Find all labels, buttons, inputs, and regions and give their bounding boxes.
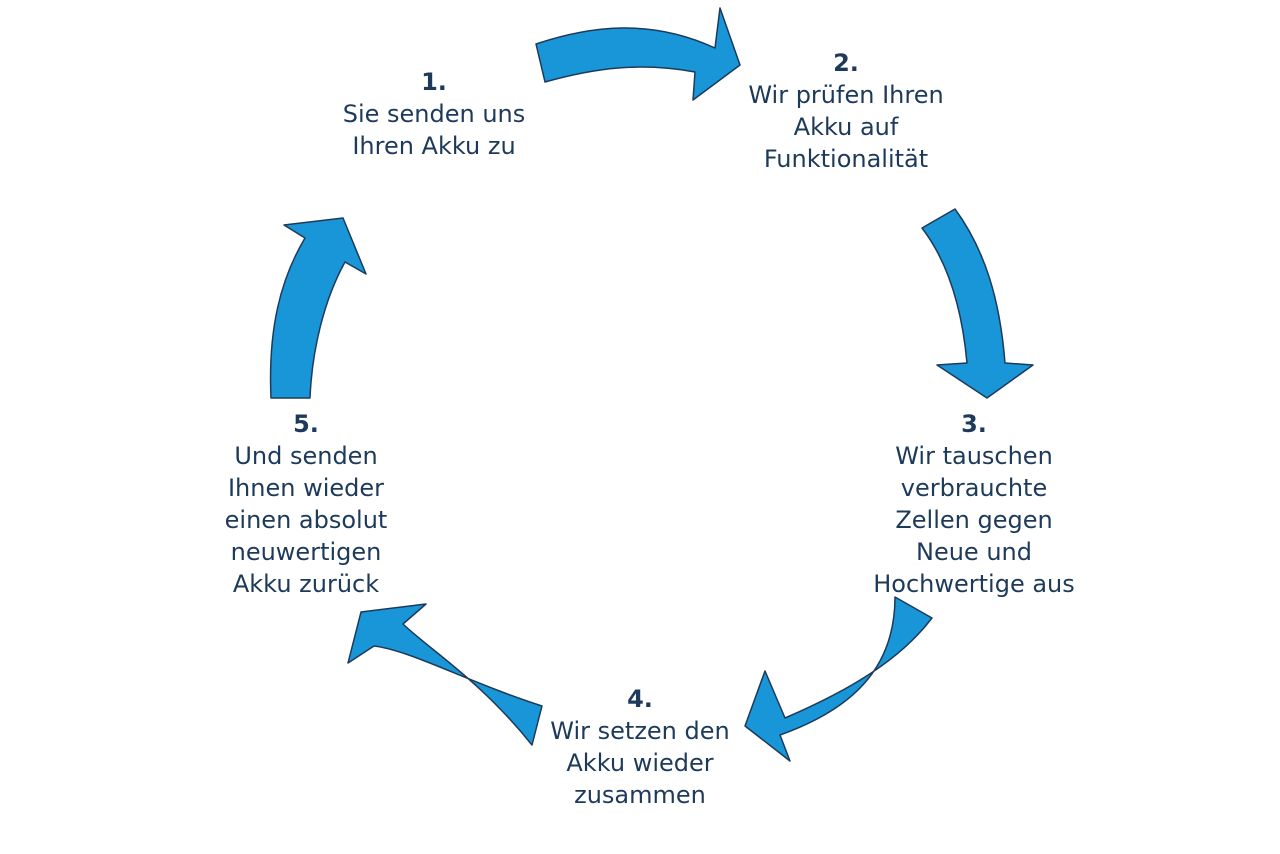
step-1-number: 1. [421, 68, 447, 96]
arrow-step-1-to-2 [535, 7, 741, 101]
arrow-step-3-to-4 [744, 596, 933, 762]
step-4-number: 4. [627, 685, 653, 713]
step-2-number: 2. [833, 49, 859, 77]
step-4-line-1: Wir setzen den [550, 717, 730, 745]
step-3-line-4: Neue und [916, 538, 1032, 566]
step-4: 4. Wir setzen den Akku wieder zusammen [550, 683, 729, 811]
step-5-line-2: Ihnen wieder [227, 474, 385, 502]
step-5-line-4: neuwertigen [230, 538, 382, 566]
step-3-line-3: Zellen gegen [895, 506, 1053, 534]
step-3: 3. Wir tauschen verbrauchte Zellen gegen… [873, 408, 1075, 600]
arrow-step-4-to-5 [347, 603, 543, 746]
step-3-line-5: Hochwertige aus [873, 570, 1075, 598]
step-4-line-3: zusammen [574, 781, 706, 809]
step-3-number: 3. [961, 410, 987, 438]
step-3-line-2: verbrauchte [900, 474, 1048, 502]
step-1: 1. Sie senden uns Ihren Akku zu [343, 66, 526, 162]
step-5-line-5: Akku zurück [232, 570, 380, 598]
step-2-line-1: Wir prüfen Ihren [748, 81, 944, 109]
arrow-step-5-to-1 [269, 217, 367, 399]
step-2: 2. Wir prüfen Ihren Akku auf Funktionali… [748, 47, 943, 175]
step-1-line-2: Ihren Akku zu [352, 132, 516, 160]
arrow-step-2-to-3 [921, 208, 1034, 399]
step-5-line-1: Und senden [234, 442, 378, 470]
step-5-line-3: einen absolut [224, 506, 388, 534]
step-5: 5. Und senden Ihnen wieder einen absolut… [225, 408, 388, 600]
step-3-line-1: Wir tauschen [895, 442, 1053, 470]
step-4-line-2: Akku wieder [566, 749, 714, 777]
step-2-line-3: Funktionalität [763, 145, 929, 173]
step-1-line-1: Sie senden uns [342, 100, 526, 128]
step-2-line-2: Akku auf [793, 113, 899, 141]
step-5-number: 5. [293, 410, 319, 438]
